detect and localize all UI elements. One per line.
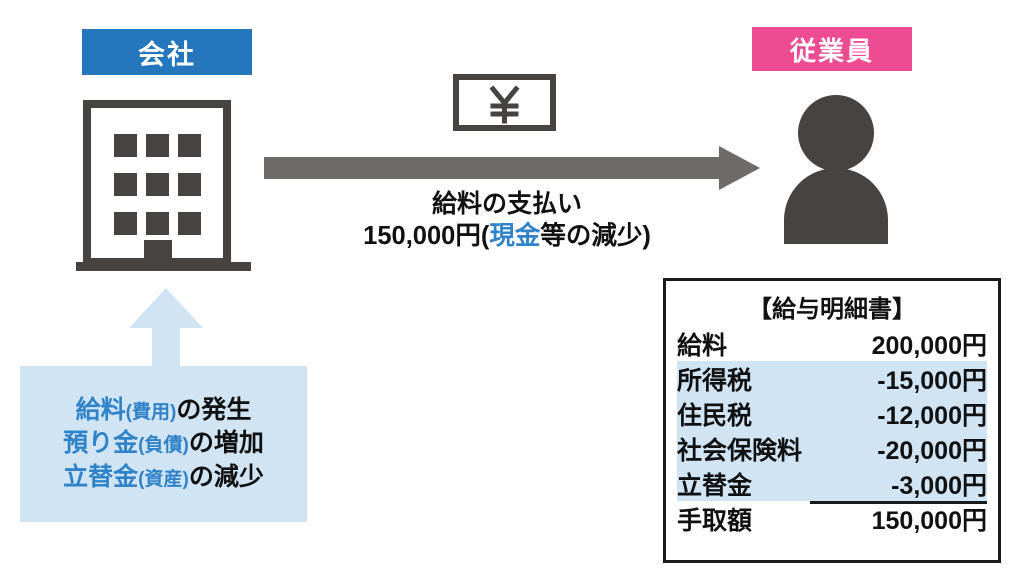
office-building-icon	[76, 100, 258, 280]
table-row: 所得税 -15,000円	[677, 361, 987, 396]
table-row: 社会保険料 -20,000円	[677, 431, 987, 466]
payslip-total-rule	[810, 501, 987, 504]
journal-entry-note: 給料(費用)の発生 預り金(負債)の増加 立替金(資産)の減少	[20, 366, 307, 522]
payment-caption-line1: 給料の支払い	[431, 190, 582, 218]
payslip-label-2: 住民税	[677, 401, 753, 430]
payslip-label-1: 所得税	[677, 366, 753, 395]
journal-paren-2: (負債)	[138, 435, 189, 457]
journal-account-1: 給料	[75, 395, 126, 424]
employee-label-badge: 従業員	[752, 27, 912, 71]
journal-suffix-3: の減少	[188, 462, 264, 491]
payment-amount-text: 150,000円(	[363, 222, 490, 250]
payment-caption-line2: 150,000円(現金等の減少)	[312, 220, 702, 253]
payslip-label-4: 立替金	[677, 471, 753, 500]
payslip-amount-3: -20,000円	[877, 436, 987, 465]
person-icon	[778, 92, 894, 244]
journal-up-arrow	[129, 288, 203, 372]
payslip-amount-0: 200,000円	[871, 331, 987, 360]
table-row: 手取額 150,000円	[677, 501, 987, 536]
employee-label-text: 従業員	[789, 35, 874, 66]
cash-highlight-text: 現金	[489, 222, 541, 250]
payslip-title: 【給与明細書】	[748, 296, 916, 323]
journal-account-2: 預り金	[63, 429, 139, 458]
payslip-label-5: 手取額	[677, 506, 753, 535]
journal-account-3: 立替金	[63, 462, 139, 491]
journal-paren-1: (費用)	[125, 401, 177, 423]
table-row: 立替金 -3,000円	[677, 466, 987, 501]
payslip-rows: 給料 200,000円 所得税 -15,000円 住民税 -12,000円 社会…	[677, 326, 987, 536]
payslip-amount-4: -3,000円	[891, 471, 987, 500]
journal-paren-3: (資産)	[138, 468, 189, 490]
journal-line-1: 給料(費用)の発生	[76, 396, 252, 426]
payslip-amount-5: 150,000円	[871, 506, 987, 535]
journal-line-3: 立替金(資産)の減少	[63, 463, 264, 493]
journal-suffix-2: の増加	[188, 429, 264, 458]
company-label-text: 会社	[138, 39, 196, 70]
payment-caption: 給料の支払い 150,000円(現金等の減少)	[312, 188, 702, 253]
payslip-amount-2: -12,000円	[877, 401, 987, 430]
table-row: 住民税 -12,000円	[677, 396, 987, 431]
payment-arrow-right	[264, 146, 760, 190]
journal-suffix-1: の発生	[176, 395, 252, 424]
table-row: 給料 200,000円	[677, 326, 987, 361]
payslip-label-0: 給料	[677, 331, 728, 360]
yen-banknote-icon	[453, 74, 556, 131]
payslip-label-3: 社会保険料	[677, 436, 803, 465]
company-label-badge: 会社	[82, 29, 252, 75]
payslip-table: 【給与明細書】 給料 200,000円 所得税 -15,000円 住民税 -12…	[663, 278, 1001, 563]
payment-caption-suffix: 等の減少)	[540, 222, 651, 250]
payslip-amount-1: -15,000円	[877, 366, 987, 395]
journal-line-2: 預り金(負債)の増加	[63, 429, 264, 459]
